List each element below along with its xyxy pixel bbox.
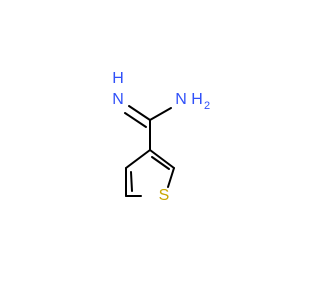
atom-imine-n-symbol: N — [112, 91, 124, 108]
bond-c-imine-double-b — [124, 112, 147, 128]
atom-imine-n: N H — [112, 70, 124, 108]
atom-sulfur-symbol: S — [159, 187, 170, 204]
bond-c3-c2 — [149, 149, 175, 169]
bond-layer — [124, 105, 175, 197]
atom-amine-n-subscript: 2 — [204, 100, 210, 112]
bond-c4-c3 — [125, 149, 151, 169]
bond-c3-c2-inner — [151, 156, 170, 170]
bond-c2-s — [167, 167, 175, 188]
atom-imine-n-hydrogen: H — [112, 70, 124, 87]
bond-c-amine — [149, 107, 172, 121]
atom-amine-n: N H 2 — [175, 91, 210, 112]
structure-canvas: N H N H 2 S — [112, 70, 210, 204]
bond-c-imine-double-a — [128, 105, 151, 121]
atom-amine-n-hydrogen: H — [191, 91, 203, 108]
bond-c5-c4-inner — [130, 171, 133, 192]
atom-sulfur: S — [159, 187, 170, 204]
atom-amine-n-symbol: N — [175, 91, 187, 108]
